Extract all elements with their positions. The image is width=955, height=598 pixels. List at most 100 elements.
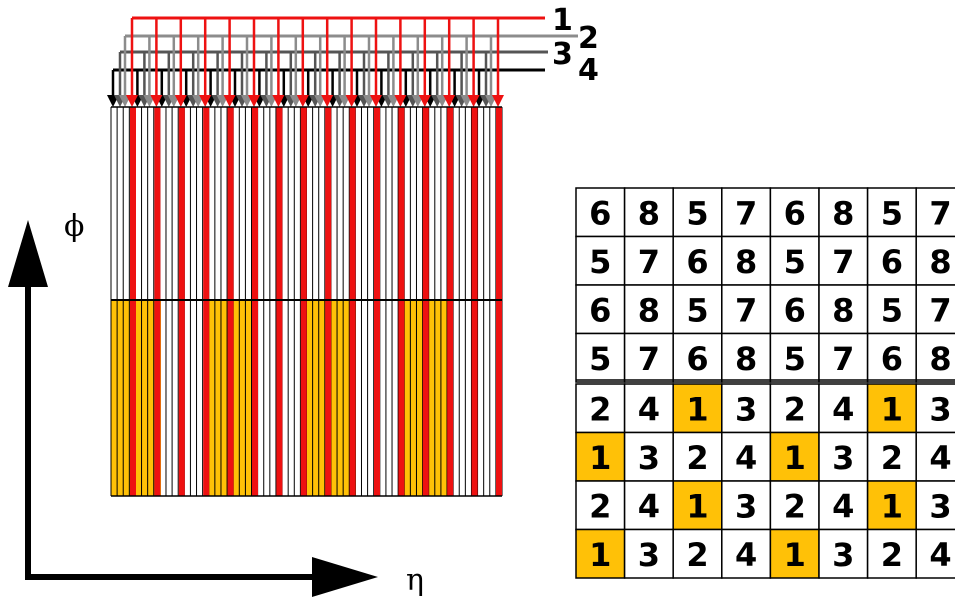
red-strip — [300, 107, 307, 496]
grid-cell-value: 4 — [929, 439, 951, 477]
grid-cell-value: 8 — [929, 243, 951, 281]
red-strip — [178, 107, 185, 496]
grid-cell-value: 7 — [638, 243, 660, 281]
grid-cell — [866, 528, 917, 579]
feed-arrowhead — [296, 95, 309, 107]
feed-arrowhead — [394, 95, 407, 107]
grid-cell-value: 4 — [638, 487, 660, 525]
grid-cell-value: 1 — [881, 390, 903, 428]
eta-axis-arrowhead — [312, 557, 378, 597]
grid-cell-value: 4 — [735, 439, 757, 477]
grid-cell — [769, 383, 820, 434]
feed-label-4: 4 — [578, 53, 599, 88]
grid-cell — [672, 187, 723, 238]
grid-cell — [575, 332, 626, 383]
grid-cell-value: 6 — [589, 291, 611, 329]
feed-arrowhead — [174, 95, 187, 107]
grid-cell-value: 1 — [881, 487, 903, 525]
grid-cell — [818, 332, 869, 383]
feed-arrowhead — [345, 95, 358, 107]
red-strip — [203, 107, 210, 496]
grid-cell-value: 1 — [784, 536, 806, 574]
red-strip — [130, 107, 136, 496]
feed-label-3: 3 — [552, 37, 573, 72]
grid-cell — [818, 480, 869, 531]
grid-cell-value: 8 — [735, 340, 757, 378]
grid-cell — [866, 332, 917, 383]
grid-cell-value: 2 — [881, 439, 903, 477]
grid-cell-value: 7 — [832, 243, 854, 281]
grid-cell — [721, 480, 772, 531]
grid-cell-value: 8 — [929, 340, 951, 378]
grid-cell-value: 3 — [832, 439, 854, 477]
grid-cell-value: 5 — [589, 243, 611, 281]
grid-cell-value: 6 — [589, 194, 611, 232]
grid-cell — [721, 235, 772, 286]
grid-cell — [915, 187, 955, 238]
grid-cell-value: 4 — [638, 390, 660, 428]
red-strip — [422, 107, 429, 496]
grid-cell-value: 6 — [881, 340, 903, 378]
grid-cell — [623, 528, 674, 579]
feed-arrowhead — [150, 95, 163, 107]
grid-cell-value: 2 — [784, 487, 806, 525]
feed-arrowhead — [467, 95, 480, 107]
grid-cell-value: 6 — [881, 243, 903, 281]
grid-cell-value: 2 — [589, 390, 611, 428]
feed-arrowhead — [126, 95, 138, 107]
grid-cell — [769, 528, 820, 579]
grid-cell-value: 1 — [589, 439, 611, 477]
grid-cell-value: 5 — [881, 194, 903, 232]
axes: ϕ η — [8, 209, 424, 598]
grid-cell-value: 1 — [686, 390, 708, 428]
grid-cell-value: 5 — [881, 291, 903, 329]
red-strip — [154, 107, 161, 496]
grid-cell-value: 3 — [638, 439, 660, 477]
grid-cell — [575, 528, 626, 579]
feed-arrowhead — [223, 95, 236, 107]
grid-cell-value: 4 — [735, 536, 757, 574]
grid-cell — [769, 480, 820, 531]
red-strip — [252, 107, 258, 496]
grid-cell — [623, 480, 674, 531]
grid-cell-value: 5 — [589, 340, 611, 378]
grid-cell-value: 2 — [784, 390, 806, 428]
grid-cell — [818, 235, 869, 286]
grid-cell — [623, 284, 674, 335]
grid-cell — [769, 284, 820, 335]
phi-axis-label: ϕ — [64, 209, 84, 244]
grid-cell-value: 5 — [784, 243, 806, 281]
red-strip — [447, 107, 454, 496]
grid-cell-value: 7 — [638, 340, 660, 378]
red-strip — [227, 107, 234, 496]
grid-cell — [769, 431, 820, 482]
grid-cell-value: 3 — [638, 536, 660, 574]
grid-cell-value: 1 — [589, 536, 611, 574]
grid-cell-value: 7 — [929, 291, 951, 329]
grid-cell — [866, 235, 917, 286]
grid-cell — [769, 235, 820, 286]
grid-cell-value: 7 — [735, 291, 757, 329]
red-strip — [325, 107, 332, 496]
feed-arrowhead — [321, 95, 334, 107]
grid-cell-value: 8 — [638, 194, 660, 232]
grid-cell — [915, 332, 955, 383]
grid-cell-value: 5 — [686, 194, 708, 232]
red-strip — [374, 107, 380, 496]
grid-cell-value: 5 — [784, 340, 806, 378]
grid-cell-value: 2 — [589, 487, 611, 525]
detector-strips — [110, 106, 503, 497]
grid-cell-value: 6 — [784, 194, 806, 232]
eta-axis-label: η — [406, 563, 424, 598]
grid-cell — [915, 480, 955, 531]
grid-cell-value: 3 — [832, 536, 854, 574]
grid-cell-value: 4 — [832, 487, 854, 525]
grid-cell-value: 5 — [686, 291, 708, 329]
red-strip — [349, 107, 356, 496]
feed-arrowhead — [272, 95, 285, 107]
feed-arrowhead — [443, 95, 456, 107]
grid-cell-value: 1 — [686, 487, 708, 525]
grid-cell — [818, 187, 869, 238]
grid-cell-value: 7 — [832, 340, 854, 378]
grid-cell-value: 6 — [686, 243, 708, 281]
